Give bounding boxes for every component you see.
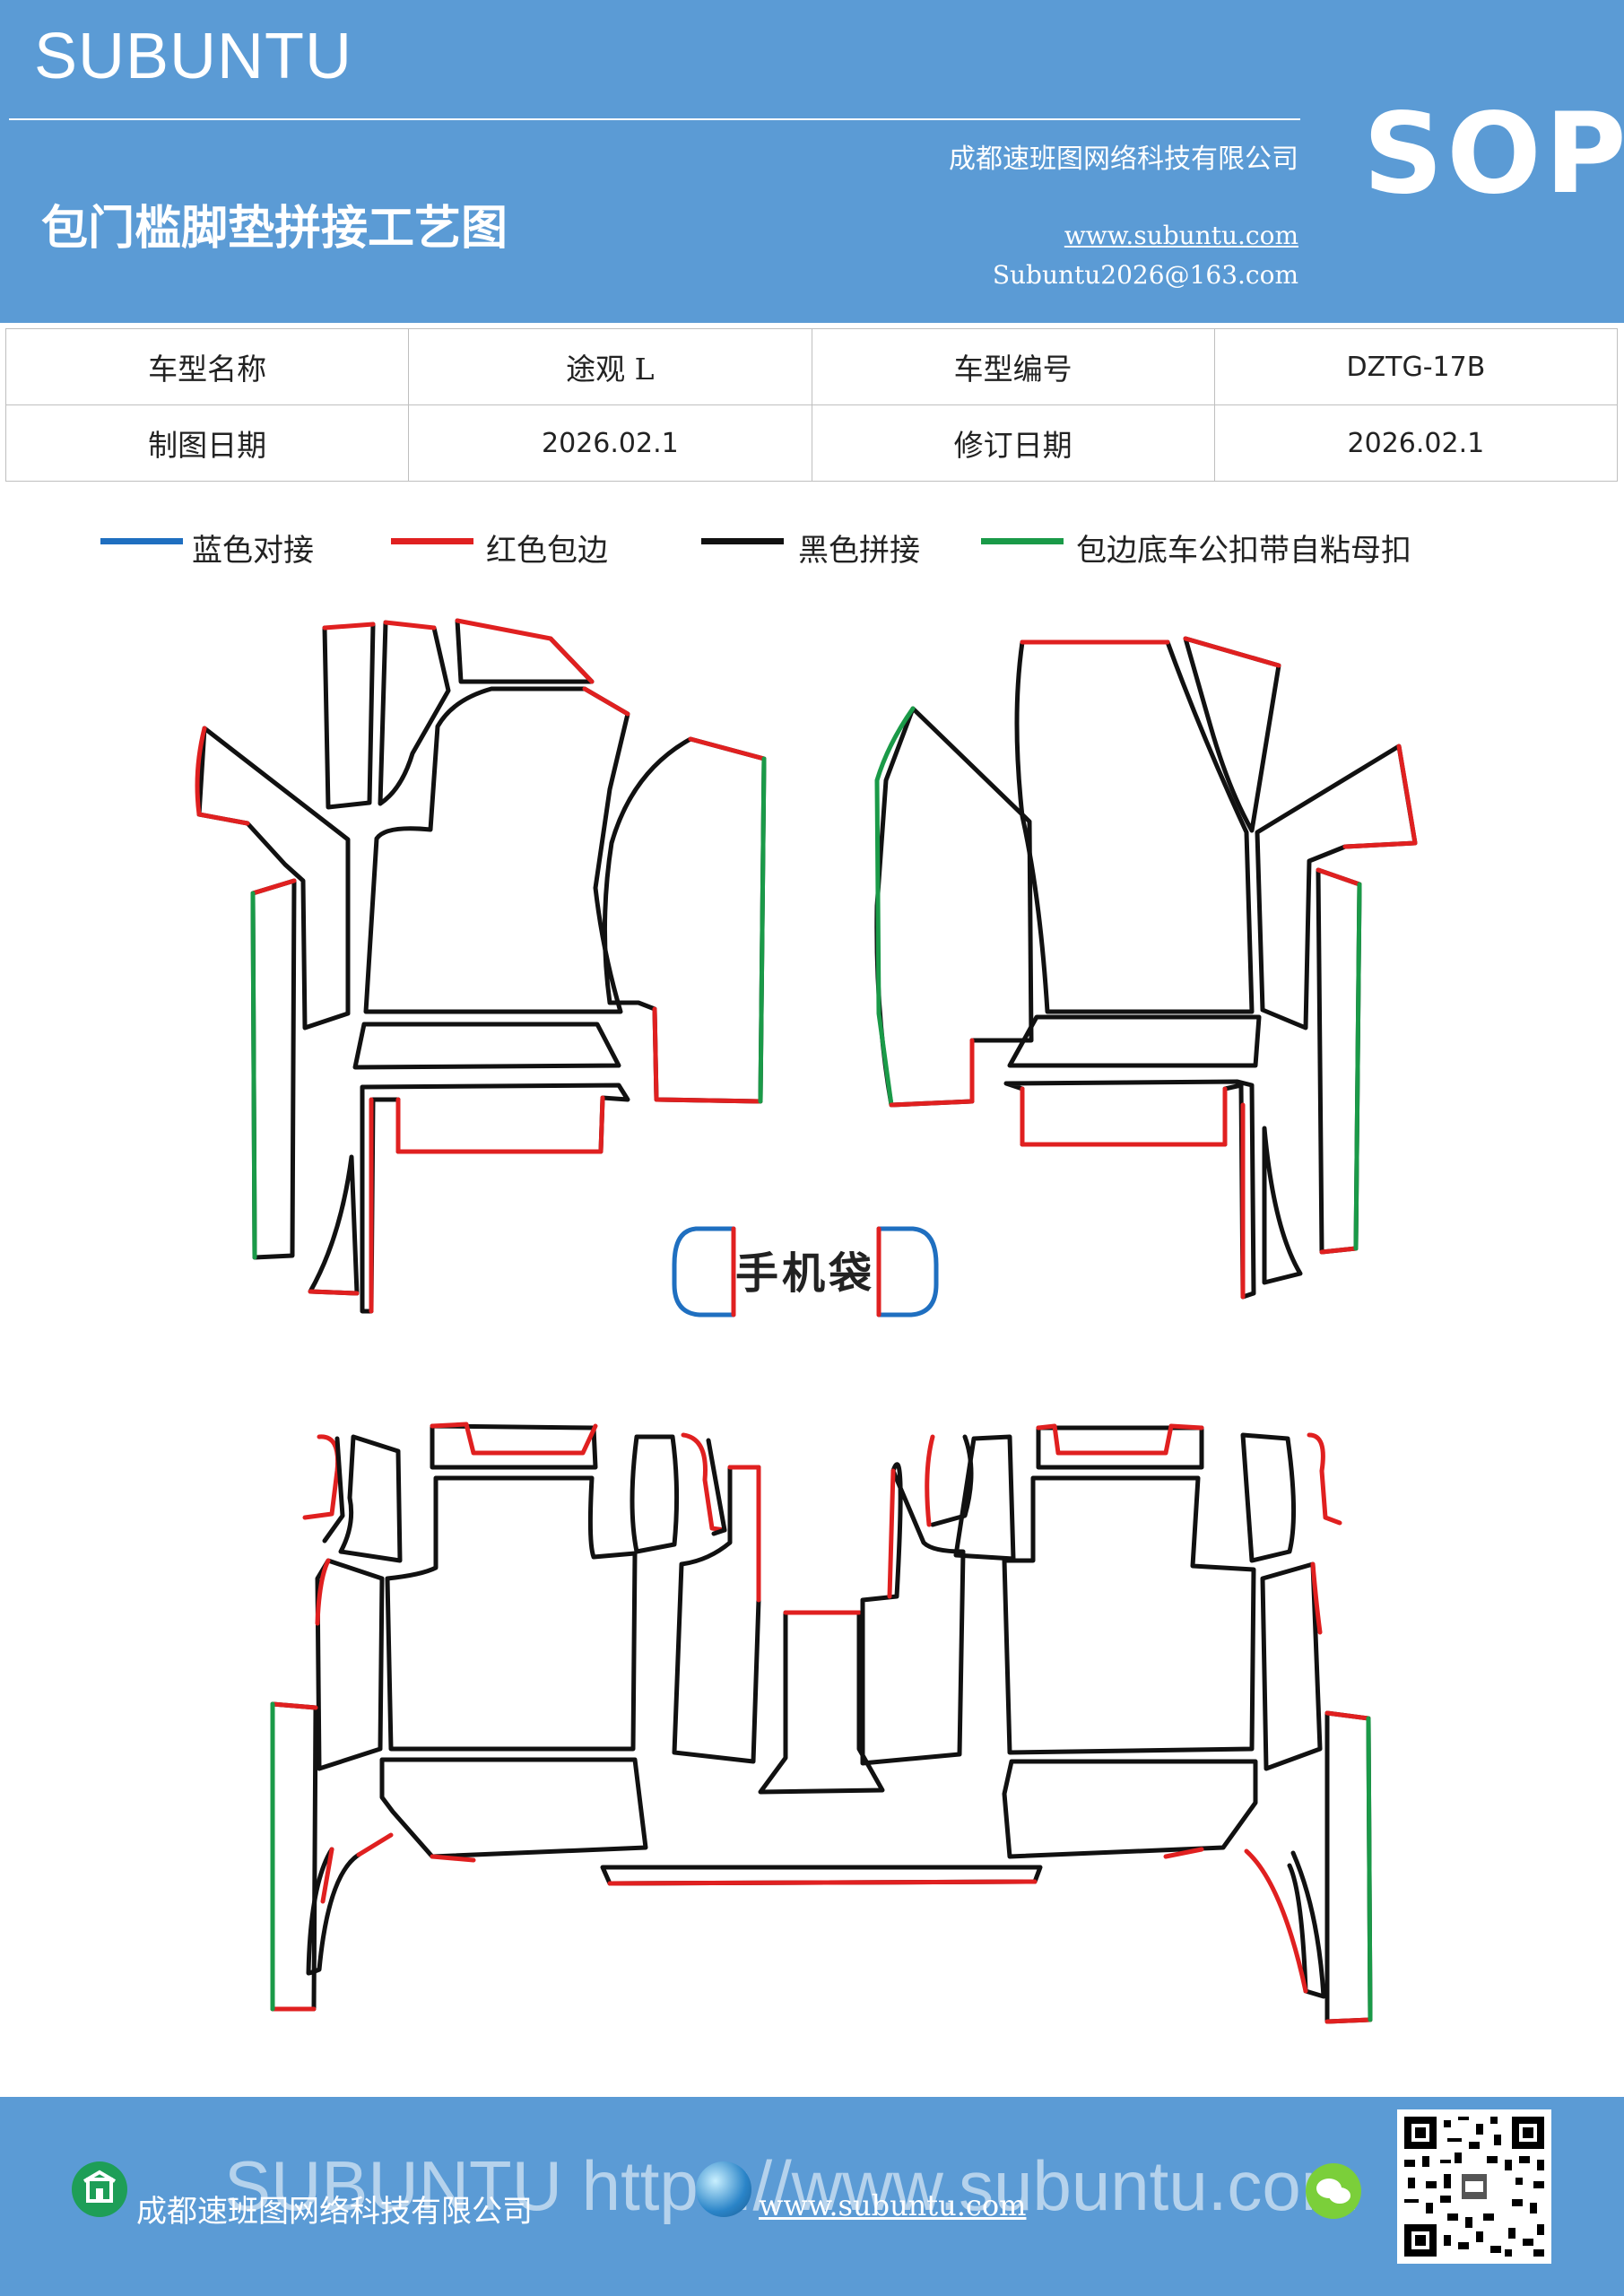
front-left-mat-group bbox=[195, 618, 767, 1314]
legend-label-blue: 蓝色对接 bbox=[192, 533, 314, 569]
vehicle-info-table: 车型名称 途观 L 车型编号 DZTG-17B 制图日期 2026.02.1 修… bbox=[4, 328, 1619, 482]
header-banner: SUBUNTU 包门槛脚垫拼接工艺图 成都速班图网络科技有限公司 www.sub… bbox=[0, 0, 1624, 323]
email-address[interactable]: Subuntu2026@163.com bbox=[992, 260, 1298, 290]
legend-swatch-black bbox=[701, 538, 784, 544]
brand-logo: SUBUNTU bbox=[34, 21, 353, 92]
company-name: 成都速班图网络科技有限公司 bbox=[949, 144, 1298, 175]
table-cell: 2026.02.1 bbox=[1213, 404, 1619, 482]
table-row: 制图日期 2026.02.1 修订日期 2026.02.1 bbox=[4, 404, 1619, 482]
footer-watermark: SUBUNTU https://www.subuntu.com bbox=[224, 2146, 1359, 2225]
legend-swatch-red bbox=[391, 538, 473, 544]
header-divider bbox=[9, 118, 1300, 120]
table-cell: 车型名称 bbox=[4, 328, 410, 405]
table-row: 车型名称 途观 L 车型编号 DZTG-17B bbox=[4, 328, 1619, 405]
footer-website-link[interactable]: www.subuntu.com bbox=[759, 2188, 1027, 2222]
table-cell: DZTG-17B bbox=[1213, 328, 1619, 405]
table-cell: 途观 L bbox=[408, 328, 812, 405]
website-link[interactable]: www.subuntu.com bbox=[1064, 221, 1298, 250]
globe-icon bbox=[696, 2161, 751, 2217]
floor-mat-diagram bbox=[195, 618, 1418, 2024]
footer-company-name: 成都速班图网络科技有限公司 bbox=[136, 2194, 533, 2230]
front-right-mat-group bbox=[874, 636, 1418, 1300]
legend-label-red: 红色包边 bbox=[486, 533, 608, 569]
document-title: 包门槛脚垫拼接工艺图 bbox=[41, 201, 508, 256]
table-cell: 2026.02.1 bbox=[408, 404, 812, 482]
table-cell: 修订日期 bbox=[811, 404, 1215, 482]
wechat-icon bbox=[1306, 2163, 1361, 2219]
phone-pocket-label: 手机袋 bbox=[735, 1248, 876, 1299]
rear-mat-group bbox=[270, 1422, 1373, 2024]
building-icon bbox=[72, 2161, 127, 2217]
table-cell: 车型编号 bbox=[811, 328, 1215, 405]
legend-swatch-blue bbox=[100, 538, 183, 544]
legend-swatch-green bbox=[981, 538, 1064, 544]
legend-label-green: 包边底车公扣带自粘母扣 bbox=[1076, 533, 1411, 569]
sop-badge: SOP bbox=[1363, 90, 1624, 219]
phone-pocket-group bbox=[672, 1226, 939, 1318]
legend-label-black: 黑色拼接 bbox=[798, 533, 920, 569]
qr-code-image bbox=[1397, 2109, 1551, 2264]
table-cell: 制图日期 bbox=[4, 404, 410, 482]
